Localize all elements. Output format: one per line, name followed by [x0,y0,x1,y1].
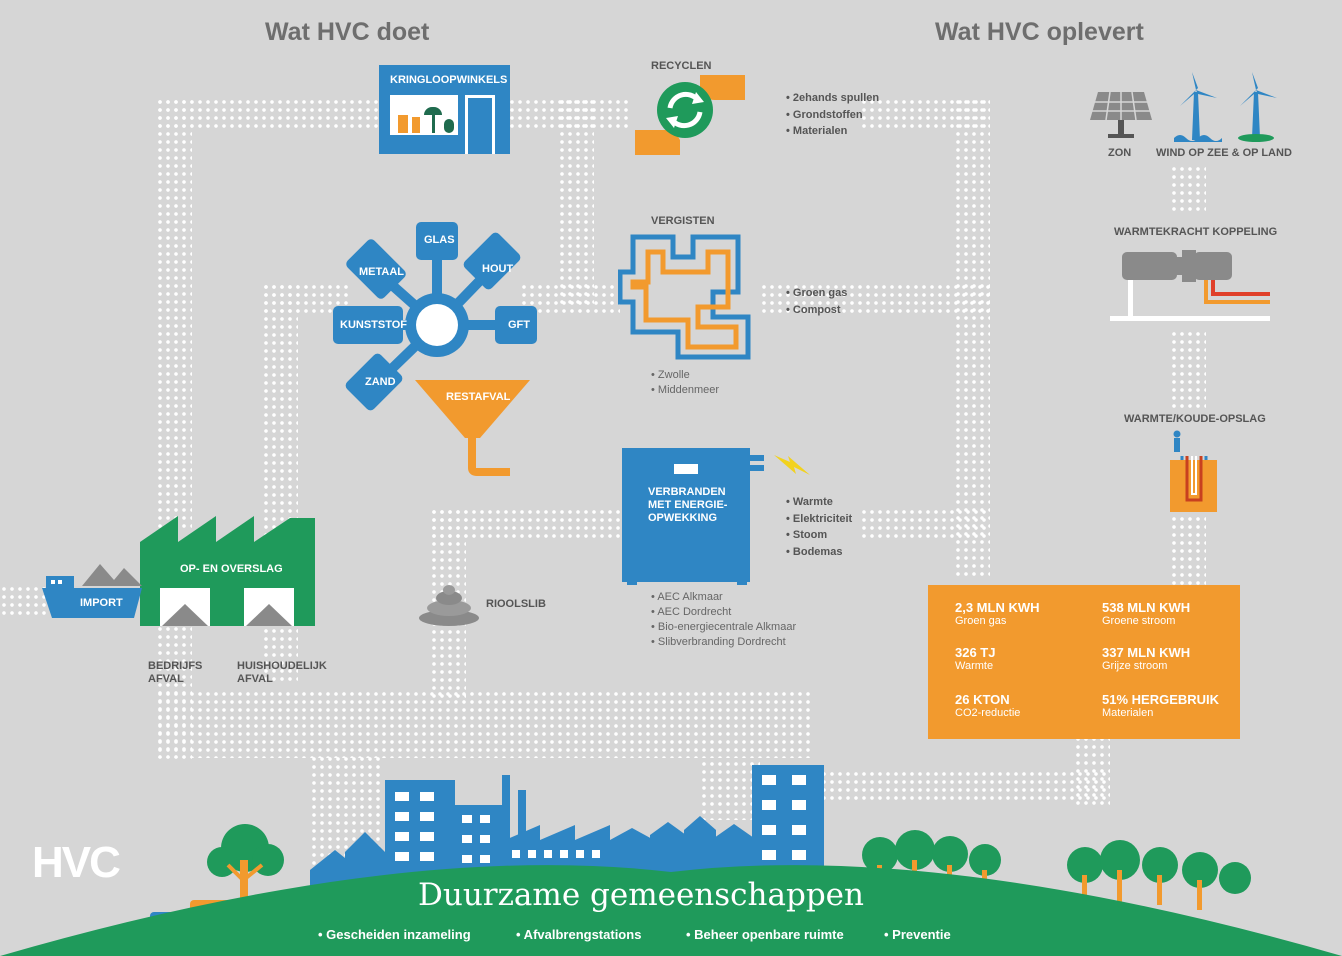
sorting-hub-icon [333,222,537,411]
incinerator: VERBRANDEN MET ENERGIE- OPWEKKING [622,448,750,582]
import-label: IMPORT [80,597,123,609]
dotted-path-energy-3 [1170,515,1206,585]
sludge-pile-icon [419,585,479,626]
footer-item-beheer-openbare-ruimte: • Beheer openbare ruimte [686,927,844,942]
digester-maze-icon [618,234,751,360]
restafval-funnel-icon [415,380,530,476]
verbranden-label-1: VERBRANDEN [648,486,726,498]
zon-label: ZON [1108,147,1132,159]
verbranden-label-2: MET ENERGIE- [648,499,728,511]
verbranden-outputs: • Warmte • Elektriciteit • Stoom • Bodem… [786,494,852,560]
cityscape-illustration [0,765,1342,956]
location-item: • Middenmeer [651,384,720,396]
rioolslib-label: RIOOLSLIB [486,598,546,610]
dotted-path-energy-1 [1170,165,1206,215]
recycle-hands-icon [635,75,745,155]
output-item: • Groen gas [786,287,848,299]
dotted-path-energy-2 [1170,330,1206,410]
wind-label: WIND OP ZEE & OP LAND [1156,147,1292,159]
overslag-label: OP- EN OVERSLAG [180,563,283,575]
location-item: • Zwolle [651,369,690,381]
kringloopwinkels-label: KRINGLOOPWINKELS [390,74,508,86]
output-item: • Warmte [786,496,833,508]
shop-window-icon [390,95,458,135]
dotted-path-bottom [156,690,812,758]
dotted-path-bottom-right [820,770,1110,804]
dotted-path-right-vertical [954,98,990,578]
wind-turbine-land-icon [1238,72,1277,142]
hub-glas: GLAS [424,234,455,246]
cargo-ship-icon [42,564,142,618]
wkk-label: WARMTEKRACHT KOPPELING [1114,226,1278,238]
wko-label: WARMTE/KOUDE-OPSLAG [1124,413,1266,425]
output-item: • Grondstoffen [786,108,863,121]
dotted-path-verbranden-right [860,508,990,542]
output-item: • Elektriciteit [786,512,853,525]
hub-hout: HOUT [482,263,514,275]
wind-turbine-sea-icon [1174,72,1222,142]
footer-item-gescheiden-inzameling: • Gescheiden inzameling [318,927,471,942]
footer-item-afvalbrengstations: • Afvalbrengstations [516,927,642,942]
vergisten-locations: • Zwolle • Middenmeer [651,368,719,398]
hub-kunststof: KUNSTSTOF [340,319,408,331]
dotted-path-top-left [156,98,596,132]
hub-gft: GFT [508,319,530,331]
vergisten-label: VERGISTEN [651,215,715,227]
kringloopwinkels-store: KRINGLOOPWINKELS [379,65,510,154]
output-item: • Materialen [786,125,848,137]
dotted-path-vergisten-right [760,283,990,317]
thermal-storage-icon [1170,430,1217,512]
footer-title: Duurzame gemeenschappen [418,877,864,913]
shop-door-icon [465,95,495,154]
dotted-path-mid-lower-top [430,508,620,542]
output-item: • Compost [786,303,841,316]
recyclen-label: RECYCLEN [651,60,712,72]
recyclen-outputs: • 2ehands spullen • Grondstoffen • Mater… [786,90,879,140]
location-item: • Slibverbranding Dordrecht [651,636,786,648]
dotted-path-left-vertical [156,98,192,528]
verbranden-label-3: OPWEKKING [648,512,718,524]
location-item: • AEC Dordrecht [651,606,732,618]
dotted-path-bottom-right-up [1074,735,1110,805]
lightning-icon [774,455,810,475]
restafval-label: RESTAFVAL [446,391,511,403]
dotted-path-city-mid [700,760,760,820]
hvc-logo: HVC [32,838,121,887]
vergisten-outputs: • Groen gas • Compost [786,285,847,318]
output-item: • Stoom [786,529,828,541]
output-item: • Bodemas [786,545,843,558]
verbranden-locations: • AEC Alkmaar • AEC Dordrecht • Bio-ener… [651,590,796,650]
header-wat-hvc-doet: Wat HVC doet [265,18,430,46]
header-wat-hvc-oplevert: Wat HVC oplevert [935,18,1144,46]
hub-zand: ZAND [365,376,396,388]
location-item: • AEC Alkmaar [651,591,723,603]
hub-metaal: METAAL [359,266,405,278]
chp-engine-icon [1110,250,1270,321]
footer-item-preventie: • Preventie [884,927,951,942]
solar-panel-icon [1090,92,1152,138]
dotted-path-import [0,585,50,619]
transfer-station-icon [140,516,315,626]
output-item: • 2ehands spullen [786,92,880,104]
location-item: • Bio-energiecentrale Alkmaar [651,621,797,633]
dotted-path-mid-vertical [558,98,594,308]
